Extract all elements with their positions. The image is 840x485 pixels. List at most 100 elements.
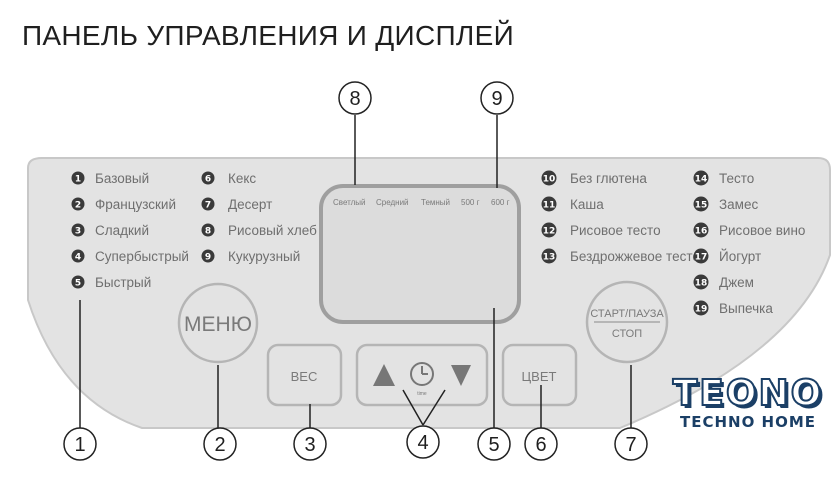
page-title: ПАНЕЛЬ УПРАВЛЕНИЯ И ДИСПЛЕЙ xyxy=(22,20,514,51)
program-item: 11 Каша xyxy=(541,196,604,212)
svg-text:1: 1 xyxy=(74,434,85,456)
svg-text:5: 5 xyxy=(488,434,499,456)
svg-text:Французский: Французский xyxy=(95,197,176,212)
callout-3: 3 xyxy=(293,427,327,461)
svg-text:Замес: Замес xyxy=(719,197,758,212)
svg-text:9: 9 xyxy=(205,253,211,263)
svg-text:18: 18 xyxy=(695,279,708,289)
svg-text:17: 17 xyxy=(695,253,708,263)
svg-text:Кекс: Кекс xyxy=(228,171,256,186)
svg-text:15: 15 xyxy=(695,201,708,211)
svg-text:19: 19 xyxy=(695,305,708,315)
program-item: 19 Выпечка xyxy=(693,300,773,316)
svg-text:Рисовое вино: Рисовое вино xyxy=(719,223,805,238)
logo-main-text: TEONO xyxy=(672,372,824,415)
callout-4: 4 xyxy=(406,425,440,459)
program-item: 17 Йогурт xyxy=(693,248,761,264)
callout-2: 2 xyxy=(203,427,237,461)
svg-text:4: 4 xyxy=(75,253,81,263)
display-label-600g: 600 г xyxy=(491,198,510,207)
weight-button[interactable] xyxy=(266,343,343,407)
arrow-down-icon[interactable] xyxy=(451,365,471,386)
svg-text:Рисовый хлеб: Рисовый хлеб xyxy=(228,223,317,238)
time-button-label: time xyxy=(417,391,427,397)
display-label-500g: 500 г xyxy=(461,198,480,207)
program-item: 2 Французский xyxy=(71,197,176,212)
program-item: 8 Рисовый хлеб xyxy=(201,223,317,238)
color-button-label: ЦВЕТ xyxy=(522,369,557,384)
logo-sub-text: TECHNO HOME xyxy=(679,413,817,431)
start-pause-label: СТАРТ/ПАУЗА xyxy=(590,308,664,320)
callout-5: 5 xyxy=(477,427,511,461)
arrow-up-icon[interactable] xyxy=(373,364,395,386)
program-item: 18 Джем xyxy=(693,274,754,290)
svg-text:13: 13 xyxy=(543,253,556,263)
svg-text:4: 4 xyxy=(417,432,428,454)
svg-text:8: 8 xyxy=(349,88,360,110)
callout-8: 8 xyxy=(338,81,372,115)
svg-text:3: 3 xyxy=(304,434,315,456)
program-item: 12 Рисовое тесто xyxy=(541,222,661,238)
display-label-light: Светлый xyxy=(333,198,366,207)
svg-text:12: 12 xyxy=(543,227,556,237)
svg-text:14: 14 xyxy=(695,175,708,185)
svg-text:Каша: Каша xyxy=(570,197,604,212)
svg-text:Тесто: Тесто xyxy=(719,171,754,186)
svg-text:Быстрый: Быстрый xyxy=(95,275,151,290)
display-label-medium: Средний xyxy=(376,198,409,207)
svg-text:Без глютена: Без глютена xyxy=(570,171,647,186)
svg-text:Йогурт: Йогурт xyxy=(719,249,761,264)
program-item: 6 Кекс xyxy=(201,171,256,186)
program-item: 4 Супербыстрый xyxy=(71,249,189,264)
svg-text:3: 3 xyxy=(75,227,81,237)
program-item: 9 Кукурузный xyxy=(201,249,300,264)
menu-button-label: МЕНЮ xyxy=(184,313,252,336)
svg-text:Супербыстрый: Супербыстрый xyxy=(95,249,189,264)
callout-7: 7 xyxy=(614,427,648,461)
program-item: 3 Сладкий xyxy=(71,223,149,238)
program-item: 5 Быстрый xyxy=(71,275,151,290)
svg-text:7: 7 xyxy=(625,434,636,456)
svg-text:2: 2 xyxy=(214,434,225,456)
svg-text:2: 2 xyxy=(75,201,81,211)
svg-text:11: 11 xyxy=(543,201,556,211)
program-item: 1 Базовый xyxy=(71,171,149,186)
weight-button-label: ВЕС xyxy=(291,369,318,384)
callout-9: 9 xyxy=(480,81,514,115)
svg-text:Кукурузный: Кукурузный xyxy=(228,249,300,264)
leader-lines xyxy=(79,115,632,428)
leader-line-4a xyxy=(402,389,424,426)
svg-text:Десерт: Десерт xyxy=(228,197,272,212)
svg-text:Выпечка: Выпечка xyxy=(719,301,773,316)
leader-line-4b xyxy=(422,389,446,426)
program-item: 14 Тесто xyxy=(693,170,754,186)
svg-text:6: 6 xyxy=(535,434,546,456)
program-item: 10 Без глютена xyxy=(541,170,647,186)
svg-text:6: 6 xyxy=(205,175,211,185)
svg-text:16: 16 xyxy=(695,227,708,237)
lcd-display xyxy=(319,184,521,324)
svg-text:5: 5 xyxy=(75,279,81,289)
menu-button[interactable] xyxy=(177,282,259,364)
program-item: 7 Десерт xyxy=(201,197,272,212)
svg-text:Рисовое тесто: Рисовое тесто xyxy=(570,223,661,238)
svg-text:Базовый: Базовый xyxy=(95,171,149,186)
svg-text:9: 9 xyxy=(491,88,502,110)
color-button[interactable] xyxy=(501,343,578,407)
brand-logo: TEONO TECHNO HOME xyxy=(663,372,833,433)
program-item: 15 Замес xyxy=(693,196,758,212)
svg-text:8: 8 xyxy=(205,227,211,237)
svg-text:Бездрожжевое тесто: Бездрожжевое тесто xyxy=(570,249,700,264)
svg-text:7: 7 xyxy=(205,201,211,211)
display-label-dark: Темный xyxy=(421,198,450,207)
svg-text:Джем: Джем xyxy=(719,275,754,290)
svg-text:1: 1 xyxy=(75,175,81,185)
program-item: 16 Рисовое вино xyxy=(693,222,805,238)
svg-text:10: 10 xyxy=(543,175,556,185)
callout-6: 6 xyxy=(524,427,558,461)
stop-label: СТОП xyxy=(612,328,642,340)
program-item: 13 Бездрожжевое тесто xyxy=(541,248,700,264)
clock-icon xyxy=(410,362,434,386)
callout-1: 1 xyxy=(63,427,97,461)
